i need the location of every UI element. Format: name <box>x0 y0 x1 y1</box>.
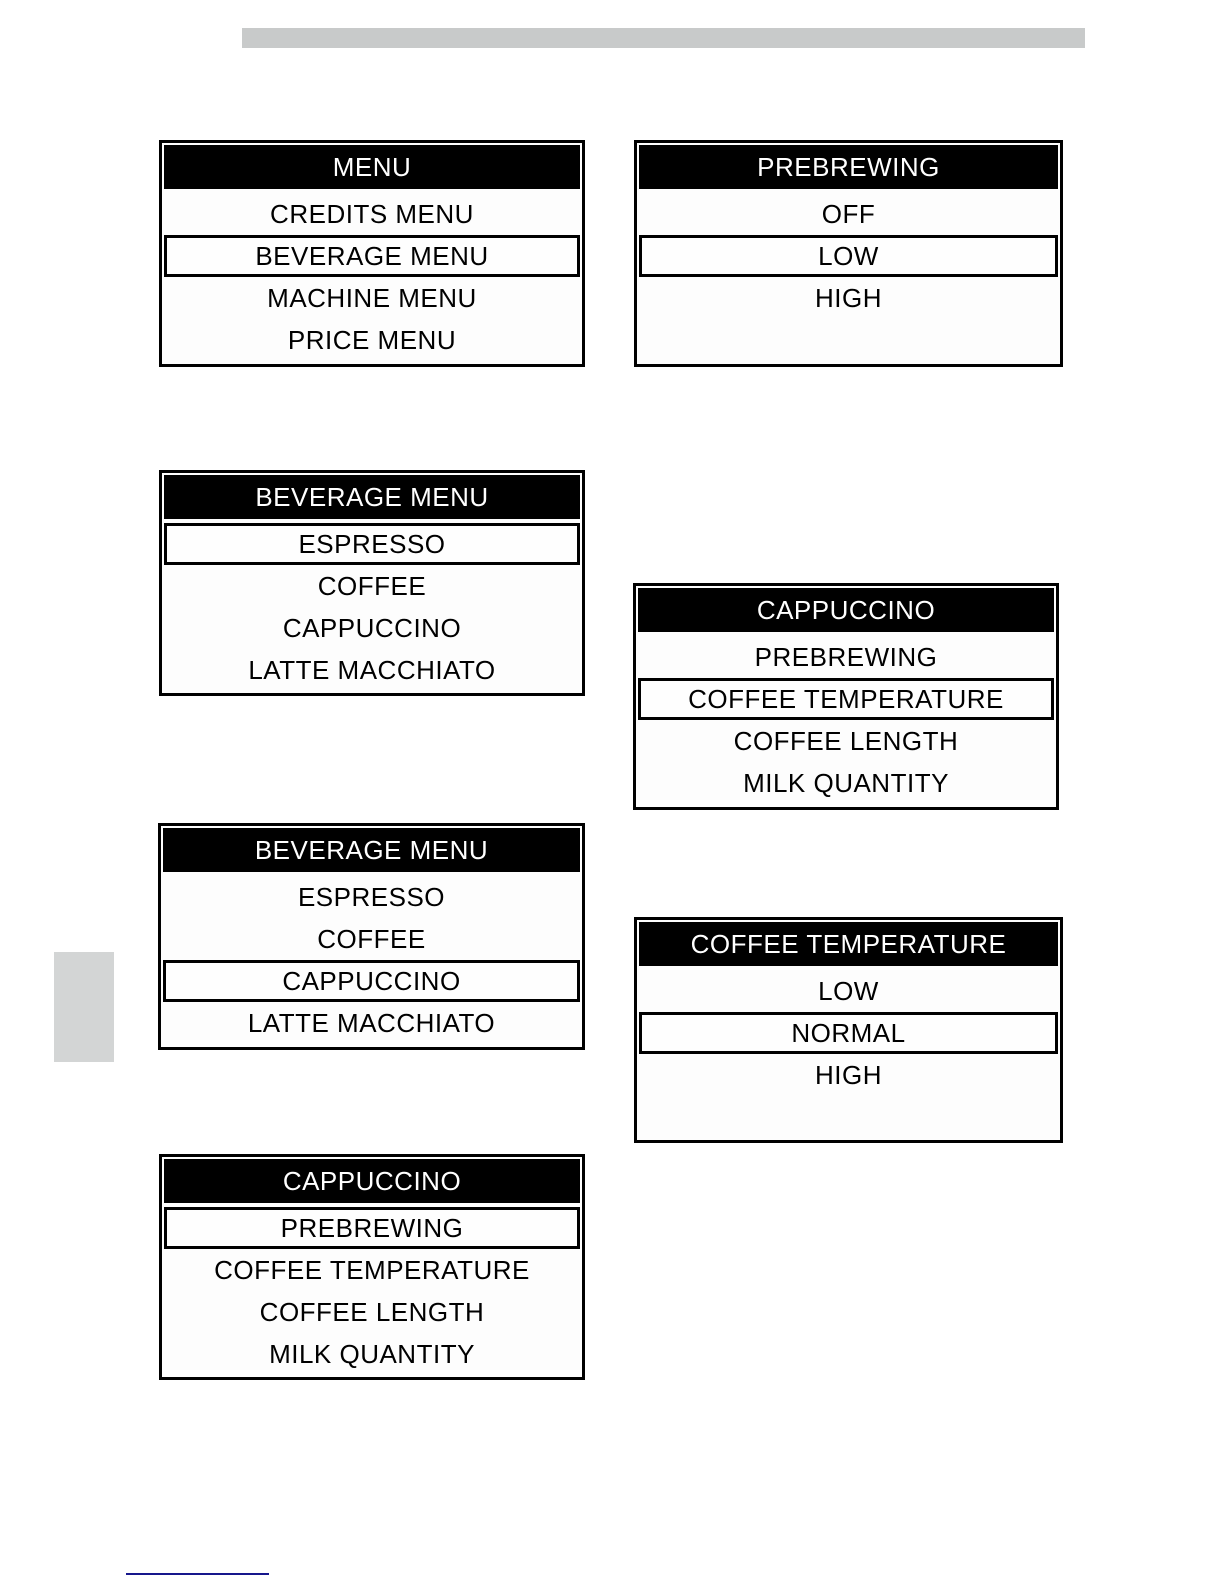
screen-title: CAPPUCCINO <box>164 1159 580 1203</box>
menu-item-selected: NORMAL <box>639 1012 1058 1054</box>
menu-item-label: CREDITS MENU <box>270 198 474 229</box>
menu-item-selected: ESPRESSO <box>164 523 580 565</box>
menu-item-label: LOW <box>818 240 879 271</box>
menu-item-label: BEVERAGE MENU <box>255 240 489 271</box>
menu-item-selected: BEVERAGE MENU <box>164 235 580 277</box>
menu-item: OFF <box>639 193 1058 235</box>
menu-item-label: HIGH <box>815 1059 882 1090</box>
menu-item: ESPRESSO <box>163 876 580 918</box>
menu-item-label: HIGH <box>815 282 882 313</box>
screen-items: ESPRESSO COFFEE CAPPUCCINO LATTE MACCHIATO <box>164 521 580 691</box>
menu-item-label: MILK QUANTITY <box>743 767 949 798</box>
screen-title: PREBREWING <box>639 145 1058 189</box>
menu-item-label: CAPPUCCINO <box>282 965 461 996</box>
screen-title: CAPPUCCINO <box>638 588 1054 632</box>
page-margin-marker <box>54 952 114 1062</box>
menu-item-selected: COFFEE TEMPERATURE <box>638 678 1054 720</box>
menu-item-label: COFFEE TEMPERATURE <box>214 1254 530 1285</box>
menu-item: PRICE MENU <box>164 319 580 361</box>
screen-items: CREDITS MENU BEVERAGE MENU MACHINE MENU PRI… <box>164 191 580 361</box>
menu-item-label: ESPRESSO <box>298 528 446 559</box>
footer-rule <box>126 1573 269 1575</box>
menu-item-label: MILK QUANTITY <box>269 1338 475 1369</box>
menu-item-label: PREBREWING <box>280 1212 464 1243</box>
menu-item-label: COFFEE <box>317 923 426 954</box>
menu-item: COFFEE LENGTH <box>638 720 1054 762</box>
menu-item-label: LATTE MACCHIATO <box>248 654 496 685</box>
menu-item-label: OFF <box>821 198 876 229</box>
menu-item-label: COFFEE TEMPERATURE <box>688 683 1004 714</box>
menu-item-label: COFFEE <box>317 570 427 601</box>
menu-item: PREBREWING <box>638 636 1054 678</box>
menu-item: MILK QUANTITY <box>164 1333 580 1375</box>
lcd-screen-coffee-temperature: COFFEE TEMPERATURE LOW NORMAL HIGH <box>634 917 1063 1143</box>
menu-item: COFFEE <box>163 918 580 960</box>
lcd-screen-cappuccino-prebrewing: CAPPUCCINO PREBREWING COFFEE TEMPERATURE C… <box>159 1154 585 1380</box>
menu-item-label: COFFEE LENGTH <box>733 725 959 756</box>
menu-item-label: PRICE MENU <box>287 324 457 355</box>
menu-item-label: MACHINE MENU <box>267 282 477 313</box>
menu-item: HIGH <box>639 1054 1058 1096</box>
lcd-screen-prebrewing: PREBREWING OFF LOW HIGH <box>634 140 1063 367</box>
screen-title: BEVERAGE MENU <box>163 828 580 872</box>
menu-item: COFFEE LENGTH <box>164 1291 580 1333</box>
lcd-screen-main-menu: MENU CREDITS MENU BEVERAGE MENU MACHINE ME… <box>159 140 585 367</box>
menu-item-selected: LOW <box>639 235 1058 277</box>
menu-item: LATTE MACCHIATO <box>163 1002 580 1044</box>
menu-item-label: LOW <box>818 975 879 1006</box>
screen-items: PREBREWING COFFEE TEMPERATURE COFFEE LENGT… <box>638 634 1054 804</box>
screen-title: COFFEE TEMPERATURE <box>639 922 1058 966</box>
menu-item-selected: CAPPUCCINO <box>163 960 580 1002</box>
menu-item: COFFEE <box>164 565 580 607</box>
menu-item: MACHINE MENU <box>164 277 580 319</box>
screen-title: MENU <box>164 145 580 189</box>
lcd-screen-beverage-menu-espresso: BEVERAGE MENU ESPRESSO COFFEE CAPPUCCINO LA… <box>159 470 585 696</box>
menu-item: COFFEE TEMPERATURE <box>164 1249 580 1291</box>
menu-item-label: COFFEE LENGTH <box>259 1296 485 1327</box>
screen-items: ESPRESSO COFFEE CAPPUCCINO LATTE MACCHIATO <box>163 874 580 1044</box>
menu-item-label: NORMAL <box>791 1017 906 1048</box>
menu-item-label: ESPRESSO <box>297 881 446 912</box>
menu-item: CAPPUCCINO <box>164 607 580 649</box>
menu-item-label: CAPPUCCINO <box>282 612 462 643</box>
menu-item: MILK QUANTITY <box>638 762 1054 804</box>
lcd-screen-cappuccino-coffee-temperature: CAPPUCCINO PREBREWING COFFEE TEMPERATURE C… <box>633 583 1059 810</box>
screen-items: LOW NORMAL HIGH <box>639 968 1058 1096</box>
menu-item-selected: PREBREWING <box>164 1207 580 1249</box>
screen-items: PREBREWING COFFEE TEMPERATURE COFFEE LENGT… <box>164 1205 580 1375</box>
lcd-screen-beverage-menu-cappuccino: BEVERAGE MENU ESPRESSO COFFEE CAPPUCCINO LA… <box>158 823 585 1050</box>
screen-items: OFF LOW HIGH <box>639 191 1058 319</box>
menu-item-label: LATTE MACCHIATO <box>247 1007 496 1038</box>
menu-item-label: PREBREWING <box>754 641 938 672</box>
menu-item: HIGH <box>639 277 1058 319</box>
screen-title: BEVERAGE MENU <box>164 475 580 519</box>
menu-item: LATTE MACCHIATO <box>164 649 580 691</box>
menu-item: CREDITS MENU <box>164 193 580 235</box>
menu-item: LOW <box>639 970 1058 1012</box>
header-bar <box>242 28 1085 48</box>
